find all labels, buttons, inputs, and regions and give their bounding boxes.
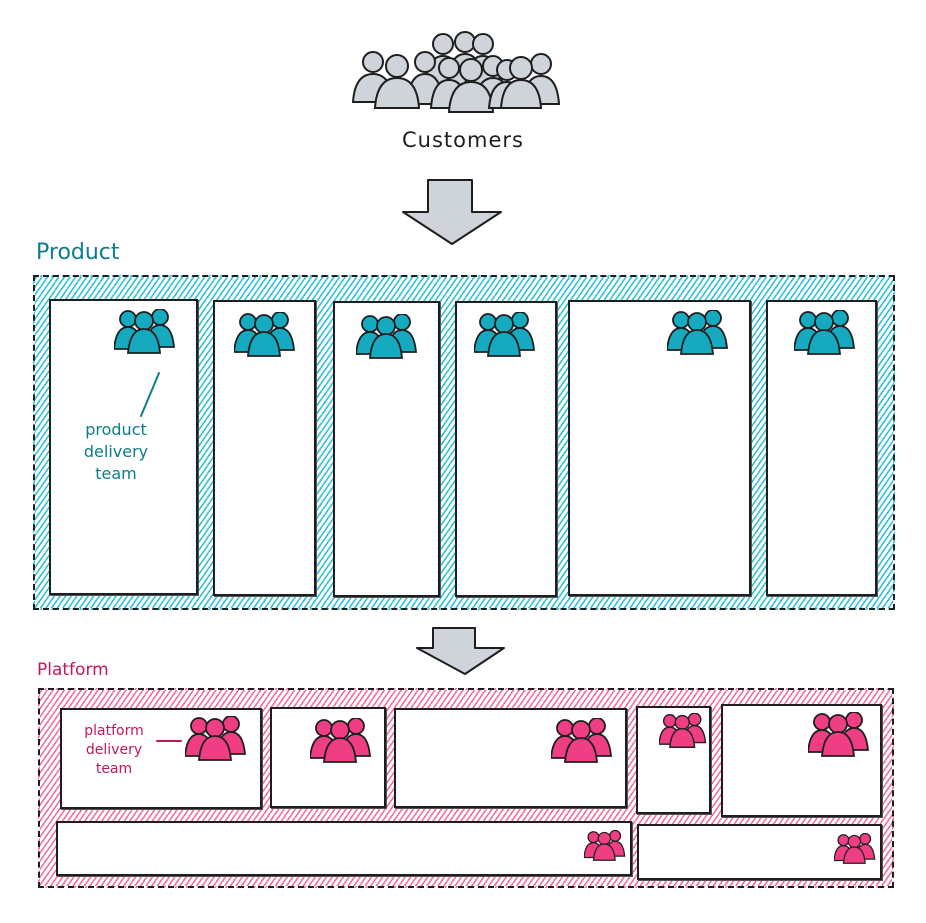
customers-crowd-icon bbox=[351, 31, 561, 113]
team-icon bbox=[310, 718, 371, 763]
annotation-pointer-line bbox=[156, 740, 182, 742]
team-icon bbox=[667, 310, 728, 355]
product-team-box[interactable] bbox=[568, 300, 751, 596]
platform-delivery-team-annotation: platform delivery team bbox=[64, 722, 164, 779]
annotation-line: team bbox=[95, 761, 133, 777]
team-icon bbox=[234, 312, 295, 357]
team-icon bbox=[794, 310, 855, 355]
annotation-line: product bbox=[85, 420, 147, 439]
person-icon bbox=[499, 56, 543, 109]
team-icon bbox=[356, 314, 417, 359]
person-icon bbox=[373, 54, 421, 109]
team-icon bbox=[834, 833, 876, 864]
team-icon bbox=[114, 309, 175, 354]
platform-section-title: Platform bbox=[37, 660, 109, 680]
product-region bbox=[33, 275, 895, 610]
team-icon bbox=[474, 312, 535, 357]
annotation-pointer-line bbox=[140, 372, 160, 417]
team-icon bbox=[185, 716, 246, 761]
team-icon bbox=[659, 713, 707, 748]
product-delivery-team-annotation: product delivery team bbox=[66, 419, 166, 485]
team-icon bbox=[808, 712, 869, 757]
customers-label: Customers bbox=[402, 128, 524, 152]
platform-team-box[interactable] bbox=[721, 704, 882, 817]
annotation-line: team bbox=[95, 464, 137, 483]
team-icon bbox=[551, 718, 612, 763]
annotation-line: delivery bbox=[83, 442, 149, 461]
team-icon bbox=[584, 830, 626, 861]
product-section-title: Product bbox=[36, 240, 120, 265]
platform-team-box[interactable] bbox=[56, 821, 632, 876]
arrow-down-icon bbox=[402, 179, 502, 245]
annotation-line: delivery bbox=[85, 742, 143, 758]
platform-region bbox=[38, 688, 894, 888]
annotation-line: platform bbox=[84, 723, 144, 739]
arrow-down-icon bbox=[416, 627, 505, 675]
